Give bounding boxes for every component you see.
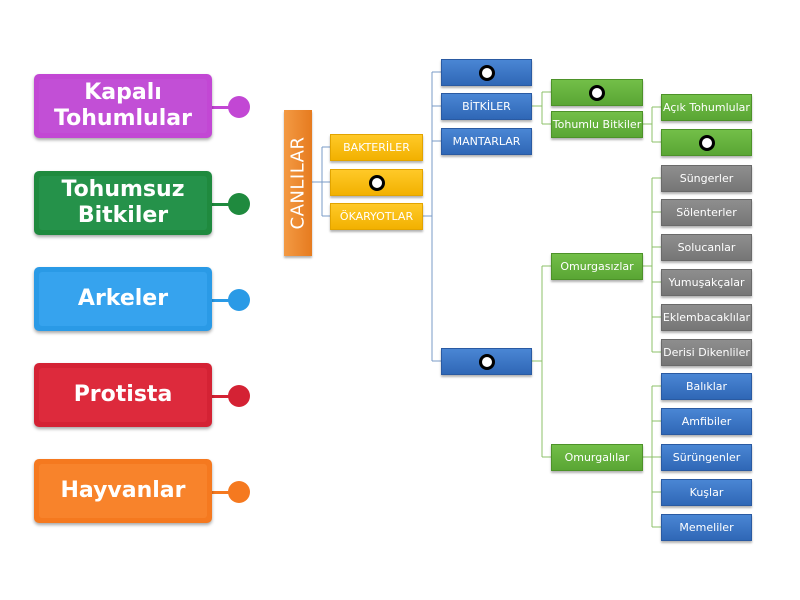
- drop-target[interactable]: [478, 353, 495, 370]
- node-okaryotlar: ÖKARYOTLAR: [330, 203, 423, 230]
- label-knob[interactable]: [228, 385, 250, 407]
- node-label: BAKTERİLER: [343, 141, 410, 154]
- node-kuslar: Kuşlar: [661, 479, 752, 506]
- node-label: Süngerler: [679, 172, 734, 185]
- node-sungerler: Süngerler: [661, 165, 752, 192]
- node-bakteriler: BAKTERİLER: [330, 134, 423, 161]
- drop-target[interactable]: [478, 64, 495, 81]
- node-label: Derisi Dikenliler: [663, 346, 750, 359]
- node-bitkiler: BİTKİLER: [441, 93, 532, 120]
- label-knob[interactable]: [228, 289, 250, 311]
- node-solenterler: Sölenterler: [661, 199, 752, 226]
- label-knob[interactable]: [228, 193, 250, 215]
- node-label: Balıklar: [685, 380, 728, 393]
- drop-target[interactable]: [589, 84, 605, 101]
- label-text: Arkeler: [39, 272, 207, 326]
- node-empty-eukaryote-top[interactable]: [441, 59, 532, 86]
- node-eklembacaklilar: Eklembacaklılar: [661, 304, 752, 331]
- label-knob[interactable]: [228, 96, 250, 118]
- label-text: Hayvanlar: [39, 464, 207, 518]
- node-empty-seed-plants[interactable]: [661, 129, 752, 156]
- node-label: BİTKİLER: [462, 100, 511, 113]
- label-connector: [210, 299, 230, 302]
- node-label: Amfibiler: [681, 415, 732, 428]
- drop-target[interactable]: [698, 134, 715, 151]
- node-label: Sölenterler: [676, 206, 737, 219]
- node-derisi-dikenliler: Derisi Dikenliler: [661, 339, 752, 366]
- node-omurgalilar: Omurgalılar: [551, 444, 643, 471]
- label-connector: [210, 203, 230, 206]
- tree-root-canlilar: CANLILAR: [284, 110, 312, 256]
- node-label: MANTARLAR: [452, 135, 521, 148]
- node-amfibiler: Amfibiler: [661, 408, 752, 435]
- label-knob[interactable]: [228, 481, 250, 503]
- draggable-label-arkeler[interactable]: Arkeler: [34, 267, 212, 331]
- label-connector: [210, 106, 230, 109]
- node-label: Sürüngenler: [672, 451, 741, 464]
- draggable-label-protista[interactable]: Protista: [34, 363, 212, 427]
- drop-target[interactable]: [368, 174, 385, 191]
- node-tohumlu-bitkiler: Tohumlu Bitkiler: [551, 111, 643, 138]
- node-label: Omurgasızlar: [560, 260, 634, 273]
- label-connector: [210, 395, 230, 398]
- node-label: Eklembacaklılar: [662, 311, 751, 324]
- node-memeliler: Memeliler: [661, 514, 752, 541]
- node-mantarlar: MANTARLAR: [441, 128, 532, 155]
- node-label: ÖKARYOTLAR: [339, 210, 414, 223]
- node-label: Kuşlar: [689, 486, 724, 499]
- node-solucanlar: Solucanlar: [661, 234, 752, 261]
- node-yumusakcalar: Yumuşakçalar: [661, 269, 752, 296]
- node-omurgasizlar: Omurgasızlar: [551, 253, 643, 280]
- node-acik-tohumlular: Açık Tohumlular: [661, 94, 752, 121]
- node-label: Memeliler: [679, 521, 734, 534]
- label-text: Protista: [39, 368, 207, 422]
- node-label: Yumuşakçalar: [668, 276, 745, 289]
- label-connector: [210, 491, 230, 494]
- node-empty-level1[interactable]: [330, 169, 423, 196]
- node-label: Açık Tohumlular: [663, 101, 750, 114]
- node-baliklar: Balıklar: [661, 373, 752, 400]
- draggable-label-hayvanlar[interactable]: Hayvanlar: [34, 459, 212, 523]
- node-empty-plants[interactable]: [551, 79, 643, 106]
- node-label: Solucanlar: [677, 241, 736, 254]
- node-label: Tohumlu Bitkiler: [552, 118, 642, 131]
- node-label: Omurgalılar: [564, 451, 630, 464]
- node-empty-eukaryote-bottom[interactable]: [441, 348, 532, 375]
- node-surungenler: Sürüngenler: [661, 444, 752, 471]
- root-label: CANLILAR: [287, 136, 309, 230]
